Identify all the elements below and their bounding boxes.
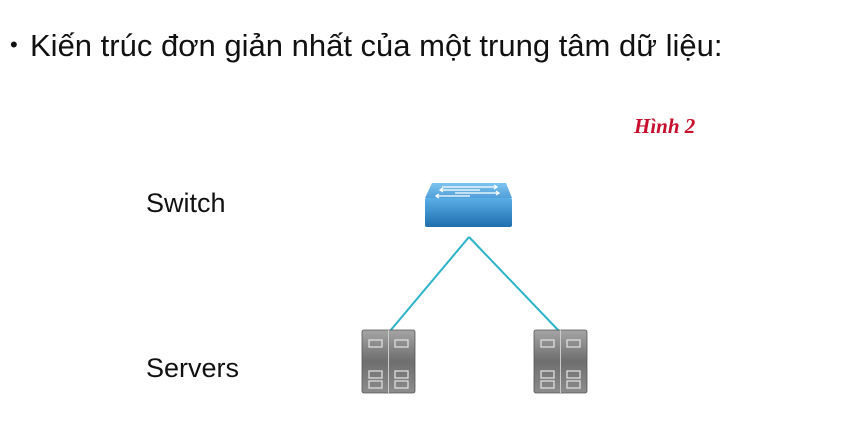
- servers-label: Servers: [146, 353, 240, 383]
- switch-label: Switch: [146, 188, 226, 218]
- figure-label: Hình 2: [634, 114, 696, 138]
- title-text: Kiến trúc đơn giản nhất của một trung tâ…: [30, 28, 723, 63]
- link-left: [389, 236, 470, 332]
- link-lines: [389, 236, 560, 332]
- switch-icon: [425, 183, 512, 227]
- slide-title: • Kiến trúc đơn giản nhất của một trung t…: [10, 28, 722, 64]
- bullet: •: [10, 32, 18, 57]
- server-icon-left: [361, 329, 416, 394]
- server-icon-right: [533, 329, 588, 394]
- link-right: [468, 236, 560, 332]
